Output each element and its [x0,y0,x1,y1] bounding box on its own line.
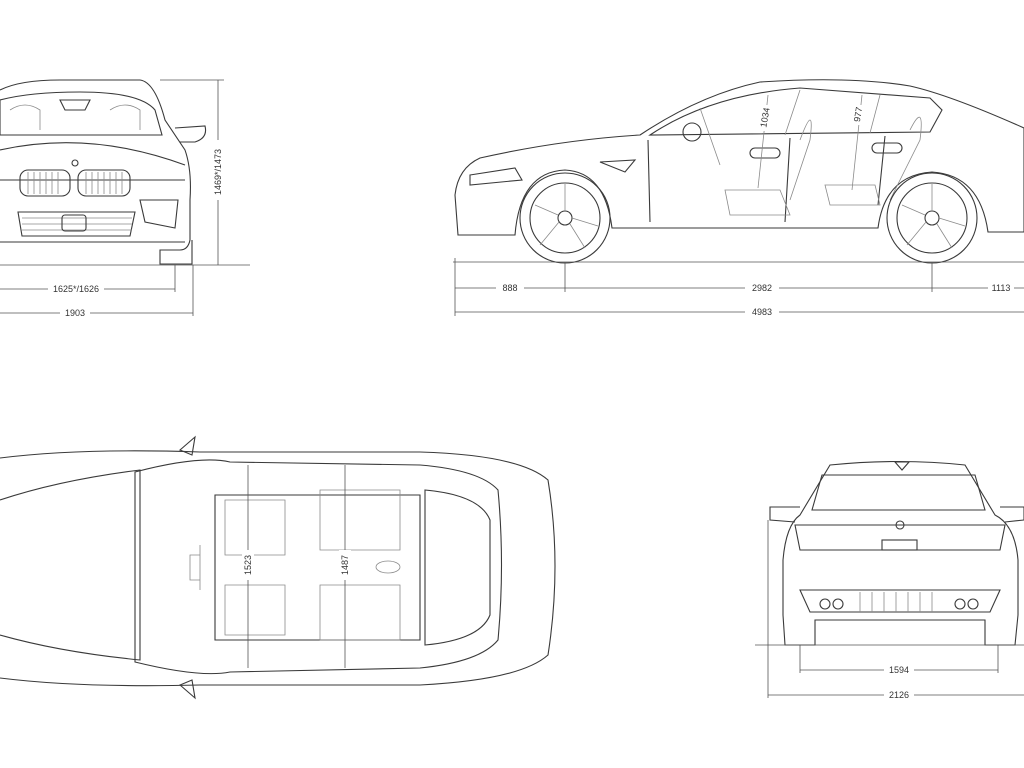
wheelbase-label: 2982 [752,283,772,293]
rear-overhang-label: 1113 [992,283,1011,293]
front-width-label: 1903 [65,308,85,318]
side-view: 888 2982 1113 4983 1034 977 [453,79,1024,318]
length-label: 4983 [752,307,772,317]
front-view: 1625*/1626 1903 1469*/1473 [0,79,250,319]
front-height-label: 1469*/1473 [213,149,223,195]
rear-headroom-label: 977 [852,106,864,123]
front-track-label: 1625*/1626 [53,284,99,294]
rear-shoulder-label: 1487 [340,555,350,575]
front-headroom-label: 1034 [758,107,771,128]
rear-view: 1594 2126 [755,460,1024,701]
top-view: 1523 1487 [0,435,556,700]
front-shoulder-label: 1523 [243,555,253,575]
rear-track-label: 1594 [889,665,909,675]
rear-width-label: 2126 [889,690,909,700]
front-overhang-label: 888 [502,283,517,293]
